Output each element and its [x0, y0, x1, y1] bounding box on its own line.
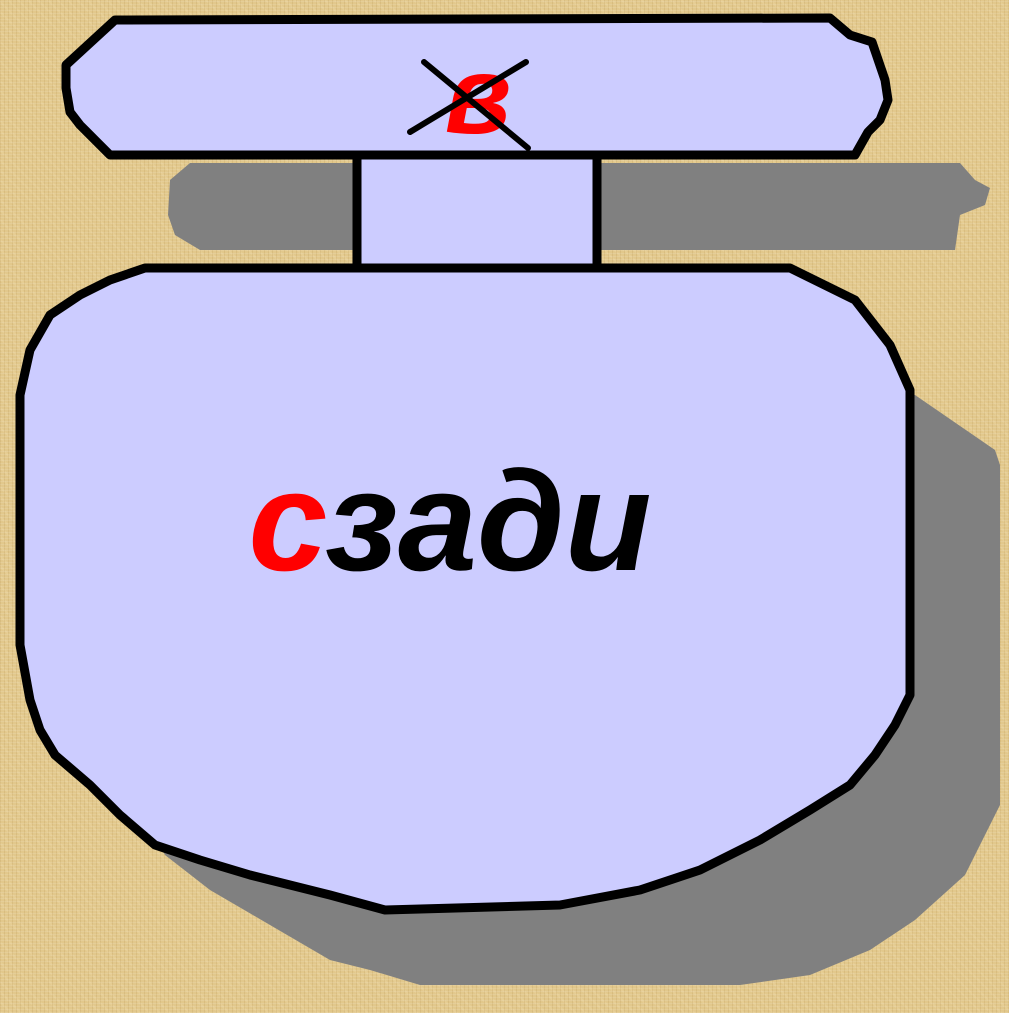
- main-word-rest: зади: [326, 442, 652, 601]
- main-word: сзади: [248, 442, 651, 601]
- main-word-prefix: с: [248, 442, 325, 601]
- connector-post: [357, 155, 597, 273]
- top-letter: в: [445, 34, 511, 157]
